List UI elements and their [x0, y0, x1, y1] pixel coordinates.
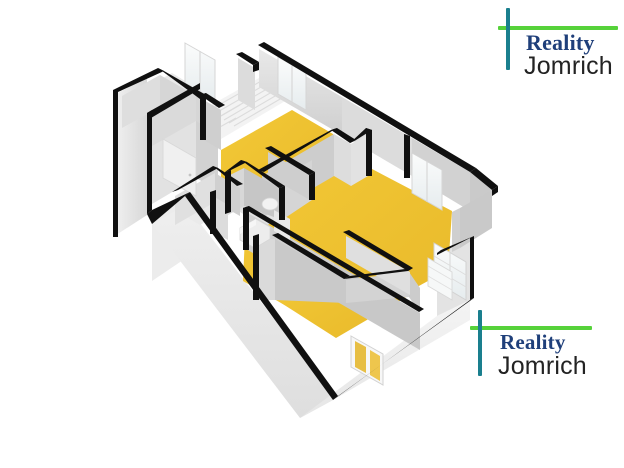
cap-stair-right-v: [253, 62, 259, 72]
cap-mid-long-left: [243, 206, 249, 250]
cap-lowleft-top: [172, 166, 218, 192]
cap-bath-midv: [279, 186, 285, 220]
logo-teal-vertical-bar: [478, 310, 482, 376]
cap-lowleft-right: [213, 166, 243, 186]
logo-word-jomrich: Jomrich: [524, 52, 613, 80]
logo-word-reality: Reality: [500, 330, 566, 354]
wall-east-inner: [460, 190, 492, 248]
wall-bedroom-lower-back: [275, 239, 346, 303]
cap-west-upper: [113, 68, 164, 95]
wall-bedroom-lower-front: [409, 272, 420, 313]
interior-walls: [122, 49, 492, 350]
cap-southwest-outer: [147, 192, 190, 224]
outer-wall-southeast: [300, 300, 470, 418]
cap-bedroom-lower-right: [344, 268, 413, 279]
door-left-closet: [162, 138, 197, 197]
cap-west-mid2: [147, 110, 152, 214]
cap-center-upper: [331, 128, 356, 143]
logo-green-horizontal-bar: [498, 26, 618, 30]
cap-bath-lv: [225, 170, 231, 214]
cap-bedroom-lower-back: [272, 233, 350, 279]
cap-southwest-long: [185, 192, 338, 400]
cap-bedroom-lower-partition: [343, 230, 413, 271]
cap-bedroom-lower-left: [253, 234, 259, 300]
watermark-logo-bottom: Reality Jomrich: [466, 302, 606, 382]
cap-east-lower: [470, 236, 474, 300]
wall-bedroom-lower-partition: [346, 236, 410, 295]
cap-north-outer: [258, 42, 476, 172]
wall-center-upper-2: [334, 134, 351, 186]
logo-word-jomrich: Jomrich: [498, 352, 587, 380]
logo-word-reality: Reality: [526, 30, 595, 55]
watermark-logo-top: Reality Jomrich: [492, 4, 624, 84]
wall-bath-north: [268, 152, 310, 200]
wall-bedroom-lower-left: [256, 239, 275, 300]
cap-mid-long: [243, 206, 424, 312]
wall-left-block-div: [151, 92, 196, 147]
cap-northeast-bevel: [470, 168, 498, 190]
cap-stair-left-v: [200, 93, 206, 140]
washbasin-icon: [261, 197, 279, 211]
cap-east: [492, 186, 498, 196]
wall-stair-right: [238, 58, 255, 110]
cap-lowleft-v: [210, 190, 216, 234]
cap-bath-rv: [309, 172, 315, 200]
wall-living-north: [351, 134, 368, 186]
cap-stair-left: [200, 93, 225, 108]
wall-stair-left: [202, 99, 221, 150]
cap-bath-mid: [241, 160, 285, 188]
wall-caps: [113, 42, 498, 400]
logo-teal-vertical-bar: [506, 8, 510, 70]
cap-left-divider: [147, 83, 200, 118]
balcony-door-right: [427, 242, 467, 301]
cap-living-right-post: [366, 128, 372, 176]
cap-bath-left: [225, 160, 247, 172]
window-bottom: [350, 335, 384, 386]
cap-center-upper-b: [258, 128, 337, 172]
openings: [162, 42, 467, 386]
wall-west-upper-inner: [122, 75, 160, 128]
cap-stair-right: [236, 52, 259, 65]
wall-north-inner-2: [342, 97, 412, 176]
logo-green-horizontal-bar: [470, 326, 592, 330]
window-right: [411, 152, 443, 211]
wall-east-inner-2: [452, 208, 460, 252]
outer-wall-southwest: [152, 205, 333, 418]
cap-west-mid: [113, 90, 118, 237]
cap-north-mid-post: [404, 134, 410, 178]
cap-bath-n: [265, 146, 315, 175]
